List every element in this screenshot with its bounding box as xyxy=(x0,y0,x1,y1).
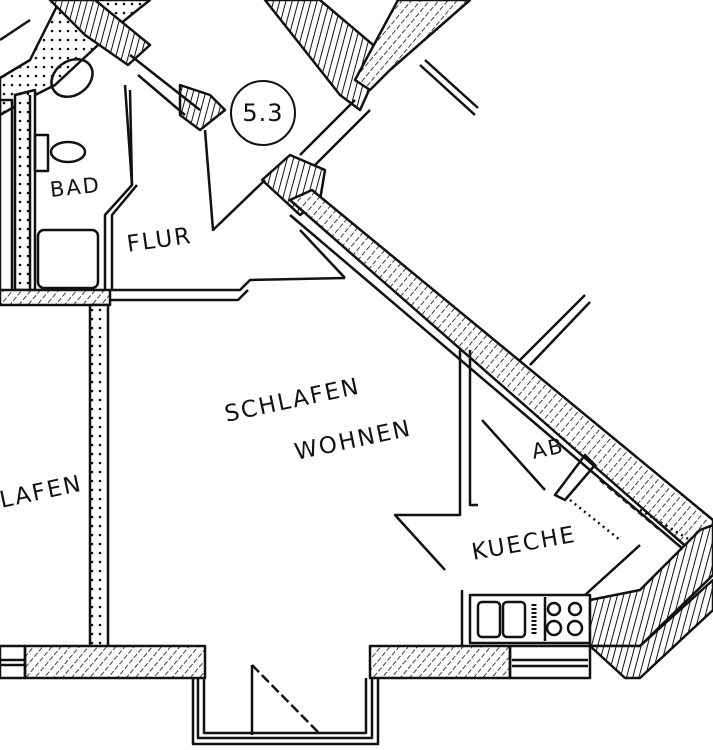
unit-number: 5.3 xyxy=(242,99,284,127)
wall-bathroom-bottom xyxy=(0,288,112,307)
wall-interior-vertical xyxy=(88,303,110,650)
wall-bottom-right xyxy=(368,644,512,680)
wall-bottom-left xyxy=(23,644,207,680)
wall-diagonal-exterior xyxy=(288,188,713,562)
balcony-outline xyxy=(191,678,380,746)
wall-top-hatched xyxy=(48,0,152,67)
unit-number-badge: 5.3 xyxy=(230,80,296,146)
wall-bathroom-left xyxy=(13,88,37,292)
